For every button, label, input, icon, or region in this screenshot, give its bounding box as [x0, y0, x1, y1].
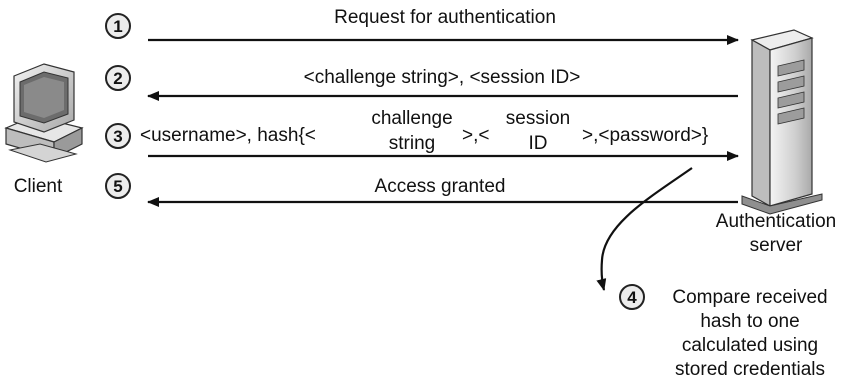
step-5-number-circle [105, 173, 131, 199]
step-4-number: 4 [627, 288, 637, 307]
step-3-challenge-line1: challenge [371, 108, 452, 129]
step-5: 5 Access granted [105, 173, 738, 207]
step-5-label: Access granted [375, 176, 506, 197]
step-4-curved-arrow [596, 167, 693, 291]
step-3: 3 <username>, hash{< challenge string >,… [105, 108, 739, 161]
step-2-number: 2 [113, 69, 122, 88]
step-3-session-line2: ID [529, 133, 548, 154]
step-1: 1 Request for authentication [105, 7, 739, 45]
step-3-session-line1: session [506, 108, 570, 129]
step-3-challenge-line2: string [389, 133, 435, 154]
step-1-label: Request for authentication [334, 7, 556, 28]
step-2: 2 <challenge string>, <session ID> [105, 65, 738, 101]
step-4-line-4: stored credentials [675, 359, 825, 380]
step-2-label: <challenge string>, <session ID> [304, 67, 581, 88]
step-4-line-2: hash to one [700, 311, 799, 332]
step-3-label-part-a: <username>, hash{< [140, 125, 316, 146]
step-1-number: 1 [113, 17, 122, 36]
step-4-line-1: Compare received [672, 287, 827, 308]
step-3-number-circle [105, 123, 131, 149]
step-4: 4 Compare received hash to one calculate… [596, 167, 828, 380]
step-5-number: 5 [113, 177, 122, 196]
client-label: Client [14, 176, 63, 197]
step-3-label-part-b: >,< [462, 125, 489, 146]
step-1-number-circle [105, 13, 131, 39]
server-tower-icon [741, 29, 823, 215]
step-4-number-circle [619, 284, 645, 310]
step-3-number: 3 [113, 127, 122, 146]
client-computer-icon [4, 63, 84, 163]
server-label-line1: Authentication [716, 211, 836, 232]
step-4-line-3: calculated using [682, 335, 818, 356]
step-2-number-circle [105, 65, 131, 91]
server-label-line2: server [750, 235, 803, 256]
step-3-label-part-c: >,<password>} [582, 125, 708, 146]
